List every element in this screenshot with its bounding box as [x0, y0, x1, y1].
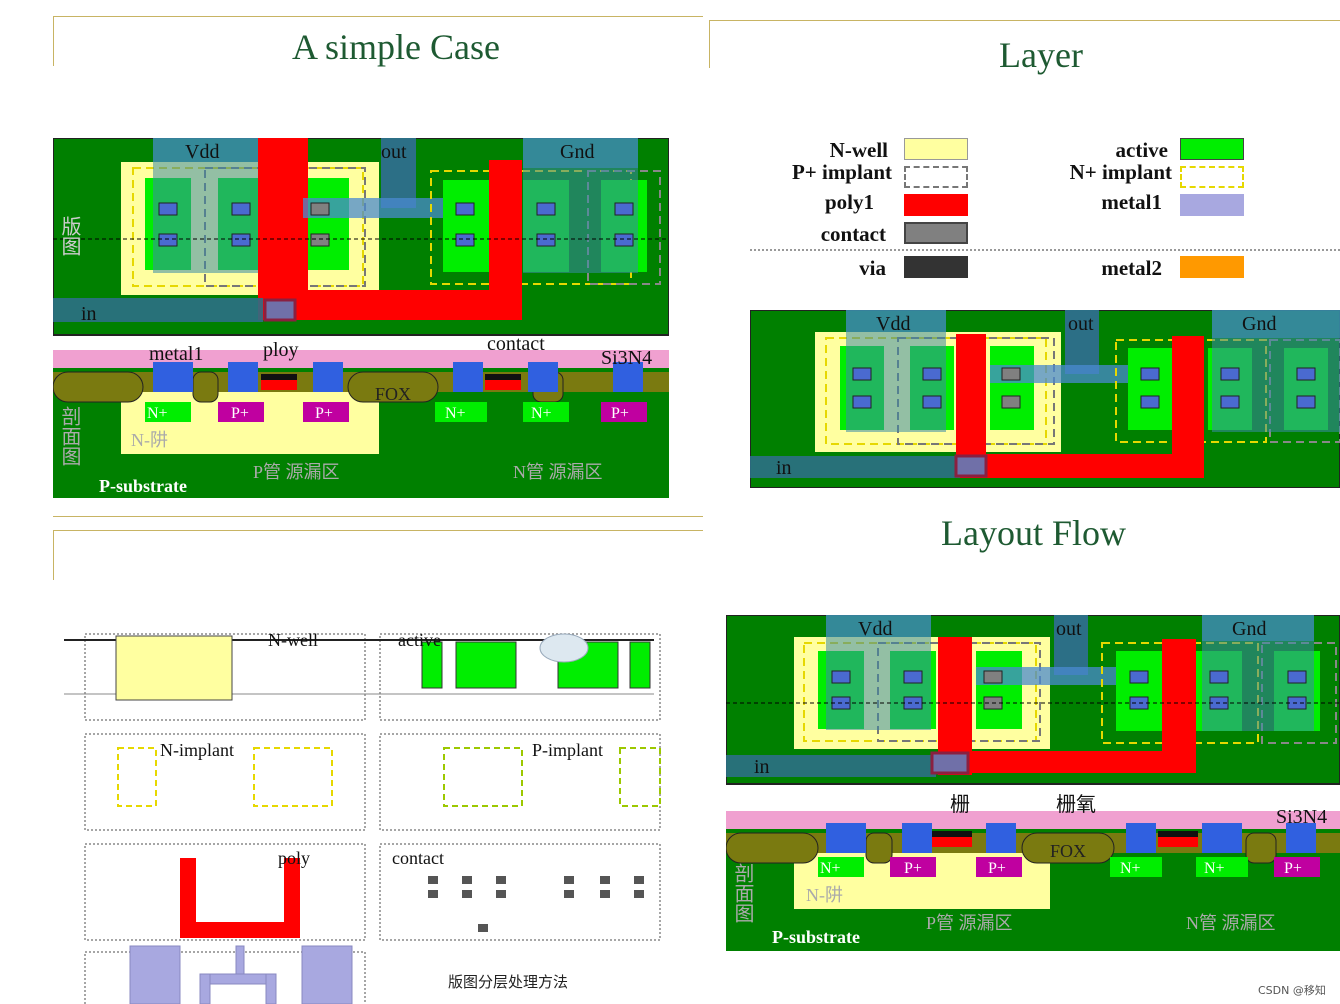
side-label: 版图 — [58, 216, 81, 256]
nplus-label: N+ — [1204, 860, 1225, 877]
watermark: CSDN @移知 — [1258, 984, 1326, 997]
slide-border — [53, 16, 54, 66]
vdd-label: Vdd — [876, 313, 910, 335]
nplus-label: N+ — [820, 860, 841, 877]
slide-border — [53, 530, 703, 531]
pplus-label: P+ — [315, 405, 333, 422]
layout-diagram-simple-case: Vdd out Gnd in 版图 metal1 ploy contact Si… — [53, 138, 669, 498]
layout-diagram-layout-flow: Vdd out Gnd in 栅 栅氧 Si3N4 FOX N+ P+ P+ — [726, 615, 1340, 951]
slide-border — [709, 20, 710, 68]
p-tube-label: P管 源漏区 — [253, 462, 340, 482]
slide-title: Layer — [999, 35, 1083, 75]
vdd-label: Vdd — [185, 141, 219, 163]
side-label: 剖面图 — [731, 863, 754, 923]
metal2-swatch — [1180, 256, 1244, 278]
layout-diagram-layer: Vdd out Gnd in — [750, 310, 1340, 488]
out-label: out — [1056, 618, 1082, 640]
nimplant-step-label: N-implant — [160, 740, 234, 760]
psubstrate-label: P-substrate — [99, 476, 187, 496]
legend-label: via — [859, 256, 886, 280]
si3n4-label: Si3N4 — [1276, 806, 1327, 828]
metal1-label: metal1 — [149, 343, 203, 365]
gnd-label: Gnd — [1232, 618, 1266, 640]
poly1-swatch — [904, 194, 968, 216]
legend-label: P+ implant — [791, 160, 892, 184]
via-swatch — [904, 256, 968, 278]
active-step-label: active — [398, 630, 441, 650]
in-label: in — [81, 303, 97, 325]
pplus-label: P+ — [1284, 860, 1302, 877]
slide-border — [709, 20, 1340, 21]
nwell-swatch — [904, 138, 968, 160]
pplus-label: P+ — [611, 405, 629, 422]
slide-title: Layout Flow — [941, 513, 1126, 553]
pimplant-swatch — [904, 166, 968, 188]
contact-label: contact — [487, 333, 545, 355]
cross-section: metal1 ploy contact Si3N4 FOX N+ P+ P+ N… — [53, 333, 669, 498]
vdd-label: Vdd — [858, 618, 892, 640]
legend-label: poly1 — [824, 190, 874, 214]
nwell-label: N-阱 — [131, 430, 168, 450]
legend-label: metal1 — [1101, 190, 1162, 214]
slide-border — [53, 530, 54, 580]
in-label: in — [776, 457, 792, 479]
ploy-label: ploy — [263, 339, 299, 361]
top-view: Vdd out Gnd in 版图 — [53, 138, 669, 336]
metal1-swatch — [1180, 194, 1244, 216]
slide-border — [53, 16, 703, 17]
legend-label: N+ implant — [1069, 160, 1172, 184]
si3n4-label: Si3N4 — [601, 347, 652, 369]
nplus-label: N+ — [531, 405, 552, 422]
pimplant-step-label: P-implant — [532, 740, 603, 760]
pplus-label: P+ — [904, 860, 922, 877]
layer-decomposition: N-well active N-implant P-implant poly c… — [64, 630, 661, 1004]
gnd-label: Gnd — [560, 141, 594, 163]
nplus-label: N+ — [147, 405, 168, 422]
n-tube-label: N管 源漏区 — [513, 462, 603, 482]
legend-label: metal2 — [1101, 256, 1162, 280]
gate-label: 栅 — [950, 793, 970, 816]
p-tube-label: P管 源漏区 — [926, 913, 1013, 933]
pplus-label: P+ — [988, 860, 1006, 877]
slide-title: A simple Case — [292, 27, 500, 67]
contact-step-label: contact — [392, 848, 444, 868]
out-label: out — [1068, 313, 1094, 335]
nimplant-swatch — [1180, 166, 1244, 188]
legend-label: active — [1115, 138, 1168, 162]
contact-swatch — [904, 222, 968, 244]
fox-label: FOX — [1050, 841, 1086, 861]
side-label: 剖面图 — [58, 406, 81, 466]
nwell-step-label: N-well — [268, 630, 318, 650]
legend-label: contact — [820, 222, 886, 246]
slide-border — [53, 516, 703, 517]
pplus-label: P+ — [231, 405, 249, 422]
gate-oxide-label: 栅氧 — [1056, 793, 1096, 816]
layer-method-caption: 版图分层处理方法 — [448, 973, 569, 991]
poly-step-label: poly — [278, 848, 310, 868]
nplus-label: N+ — [445, 405, 466, 422]
fox-label: FOX — [375, 384, 411, 404]
nwell-label: N-阱 — [806, 885, 843, 905]
active-swatch — [1180, 138, 1244, 160]
legend-label: N-well — [829, 138, 888, 162]
in-label: in — [754, 756, 770, 778]
n-tube-label: N管 源漏区 — [1186, 913, 1276, 933]
legend-divider — [750, 249, 1340, 251]
out-label: out — [381, 141, 407, 163]
gnd-label: Gnd — [1242, 313, 1276, 335]
psubstrate-label: P-substrate — [772, 927, 860, 947]
nplus-label: N+ — [1120, 860, 1141, 877]
cross-section: 栅 栅氧 Si3N4 FOX N+ P+ P+ N+ N+ P+ N-阱 P管 … — [726, 793, 1340, 951]
